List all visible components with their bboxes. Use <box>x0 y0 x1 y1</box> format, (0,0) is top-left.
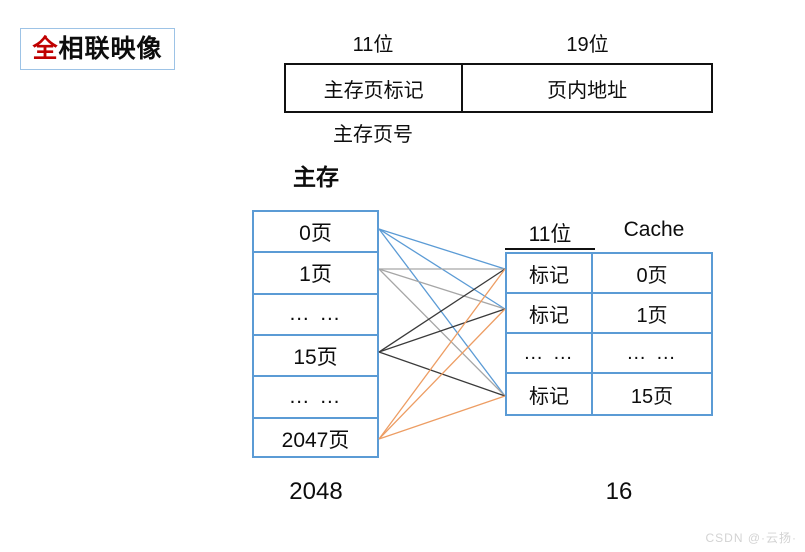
slide-title-box: 全相联映像 <box>20 28 175 70</box>
connector-group-page1 <box>378 268 506 397</box>
main-memory-table: 0页 1页 … … 15页 … … 2047页 <box>252 210 379 458</box>
main-memory-row: 1页 <box>254 253 377 295</box>
address-bits-left-label: 11位 <box>352 34 394 56</box>
main-memory-page-count: 2048 <box>289 478 343 505</box>
cache-table: 标记 0页 标记 1页 … … … … 标记 15页 <box>505 252 713 416</box>
main-memory-title: 主存 <box>293 164 339 190</box>
connector-group-page15 <box>378 268 506 397</box>
cache-cell-tag: … … <box>507 334 593 372</box>
cache-row: 标记 1页 <box>507 294 711 334</box>
cache-title: Cache <box>623 218 685 241</box>
cache-row: 标记 15页 <box>507 374 711 414</box>
address-field-page-offset: 页内地址 <box>547 79 628 102</box>
cache-cell-page: 15页 <box>630 385 674 408</box>
main-memory-row: … … <box>254 295 377 336</box>
cache-cell-tag: 标记 <box>507 294 593 332</box>
connector-group-page0 <box>378 228 506 397</box>
main-memory-row: 15页 <box>254 336 377 378</box>
slide-title-text: 全相联映像 <box>32 34 163 63</box>
slide-title-rest: 相联映像 <box>58 34 163 63</box>
cache-cell-tag: 标记 <box>507 374 593 414</box>
cache-header-labels: 11位 Cache <box>505 218 713 250</box>
cache-row: … … … … <box>507 334 711 374</box>
address-format-box: 主存页标记 页内地址 <box>284 63 713 113</box>
connector-group-page2047 <box>378 268 506 440</box>
slide-title-prefix: 全 <box>32 34 59 63</box>
address-bit-labels: 11位 19位 <box>284 28 713 58</box>
cache-cell-tag: 标记 <box>507 254 593 292</box>
address-field-page-tag: 主存页标记 <box>286 65 464 111</box>
cache-cell-page: 1页 <box>636 304 668 327</box>
csdn-watermark: CSDN @·云扬· <box>705 531 797 545</box>
cache-page-count: 16 <box>605 478 633 505</box>
cache-cell-page: 0页 <box>636 264 668 287</box>
cache-tag-bits-label: 11位 <box>505 218 595 250</box>
main-memory-row: 0页 <box>254 212 377 254</box>
main-memory-row: 2047页 <box>281 429 350 453</box>
address-page-number-caption: 主存页号 <box>333 124 413 146</box>
cache-row: 标记 0页 <box>507 254 711 294</box>
cache-cell-page: … … <box>626 341 678 364</box>
main-memory-row: … … <box>254 377 377 419</box>
address-bits-right-label: 19位 <box>566 34 609 56</box>
